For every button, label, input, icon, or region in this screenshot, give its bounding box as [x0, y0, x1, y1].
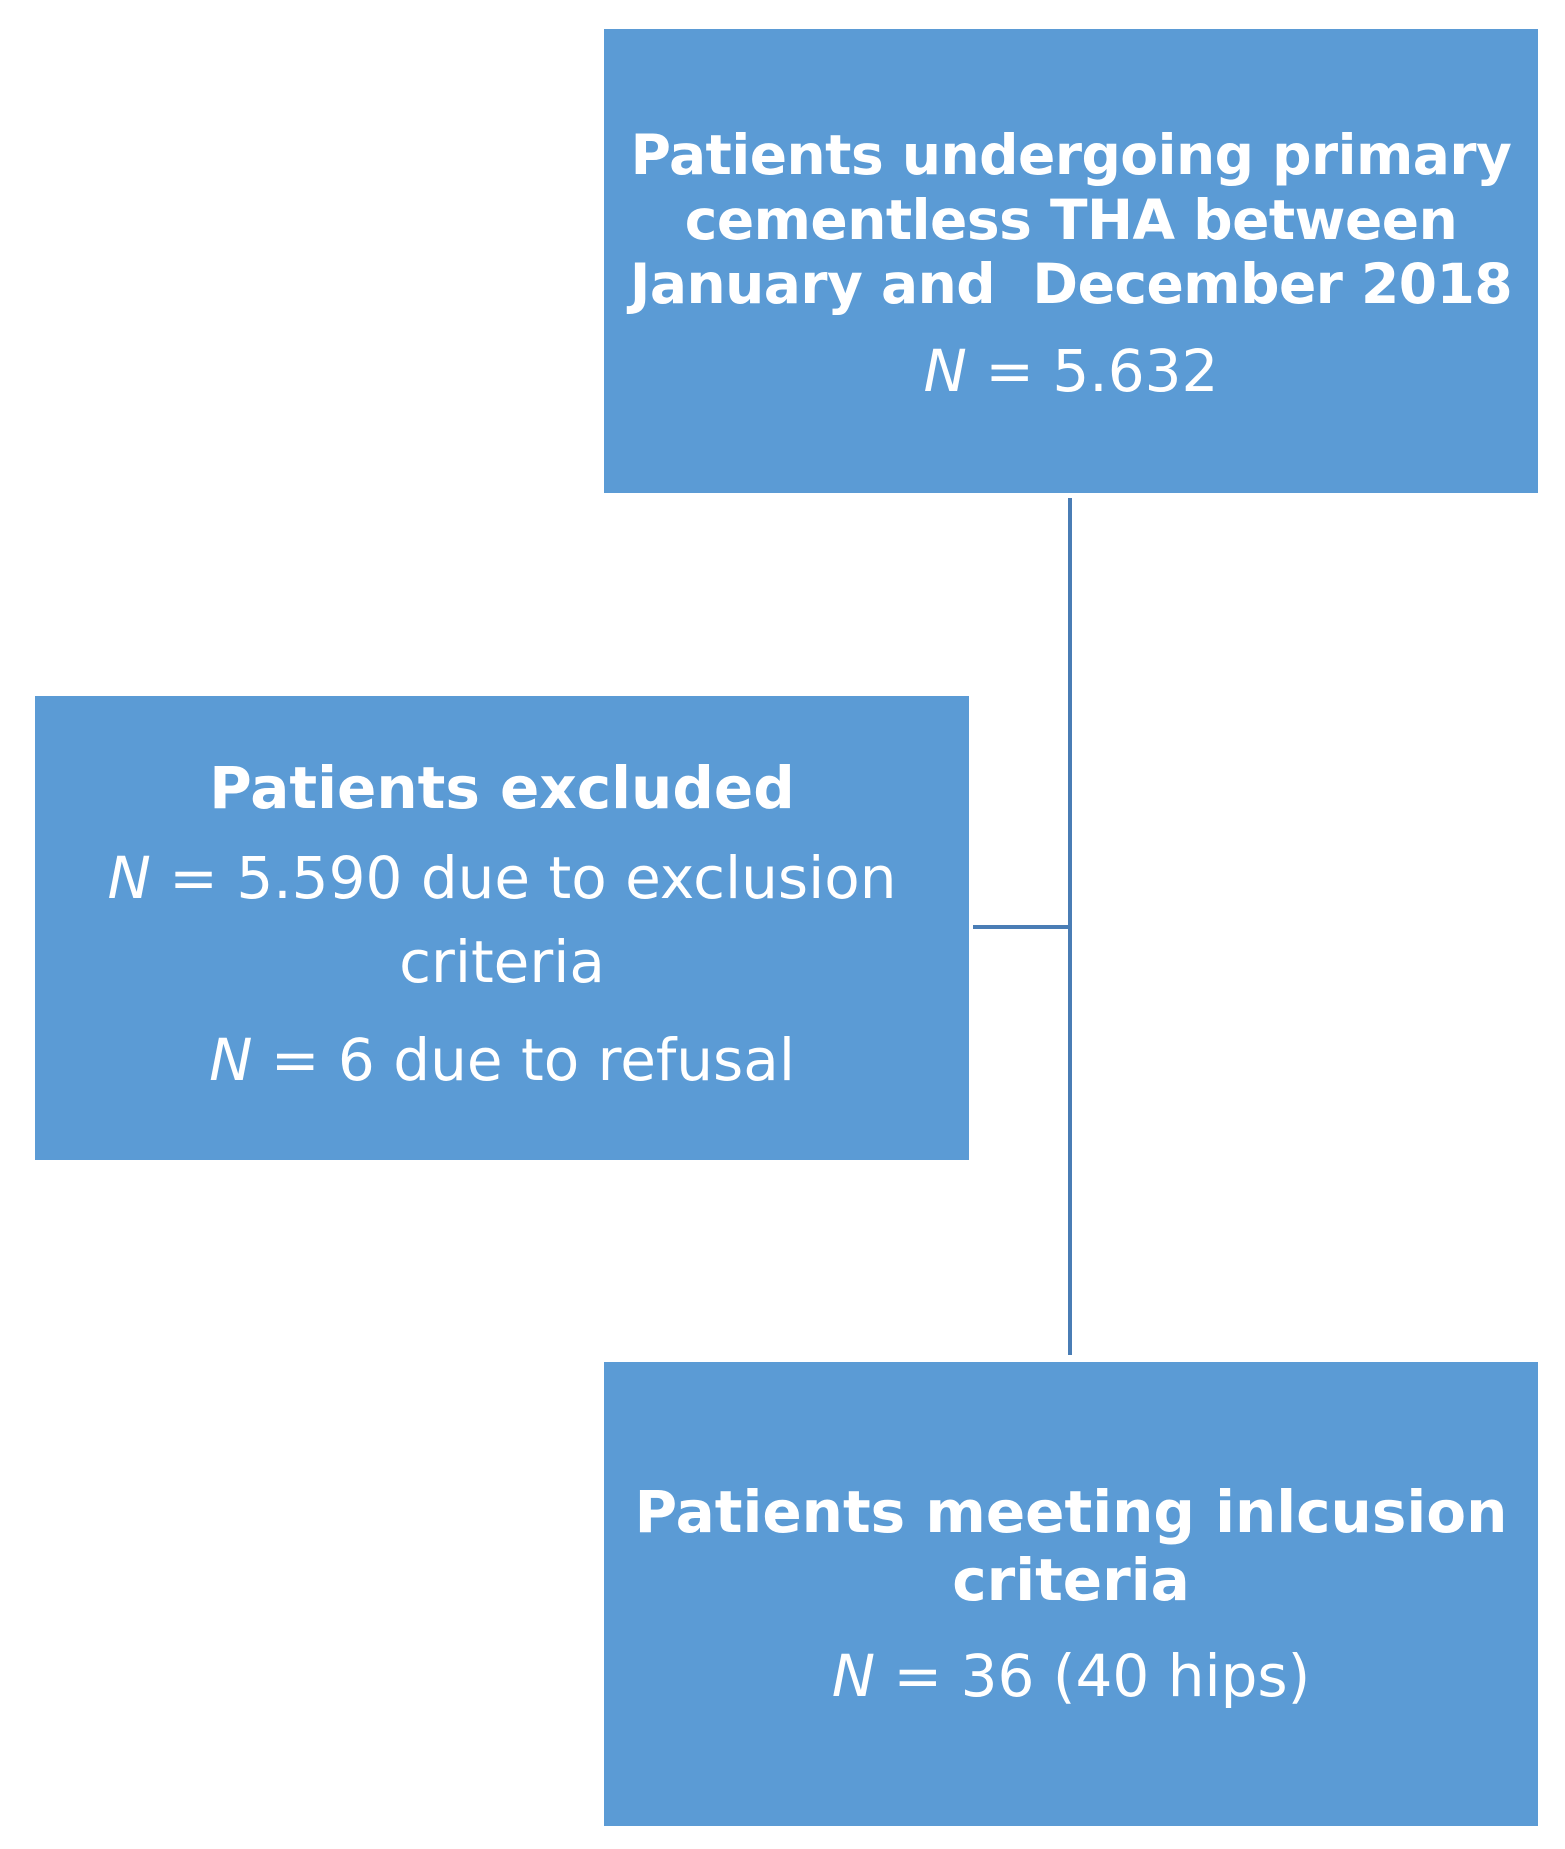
n-symbol: N [831, 1642, 876, 1711]
included-title-line-2: criteria [952, 1546, 1190, 1614]
excluded-patients-box: Patients excluded N = 5.590 due to exclu… [35, 696, 969, 1160]
included-count: N = 36 (40 hips) [832, 1642, 1311, 1710]
refusal-count-text: = 6 due to refusal [252, 1026, 795, 1095]
included-count-value: = 36 (40 hips) [875, 1642, 1311, 1711]
exclusion-criteria-count: N = 5.590 due to exclusion criteria [107, 836, 896, 1004]
screened-title-line-1: Patients undergoing primary [630, 122, 1512, 187]
screened-patients-title: Patients undergoing primary cementless T… [629, 122, 1513, 318]
included-title: Patients meeting inlcusion criteria [635, 1478, 1508, 1615]
screened-patients-box: Patients undergoing primary cementless T… [604, 29, 1538, 493]
n-symbol: N [923, 337, 967, 406]
included-patients-box: Patients meeting inlcusion criteria N = … [604, 1362, 1538, 1826]
horizontal-connector [973, 925, 1072, 929]
n-symbol: N [107, 844, 151, 913]
excluded-title: Patients excluded [209, 753, 795, 822]
screened-title-line-3: January and December 2018 [629, 252, 1513, 317]
exclusion-criteria-line-1: = 5.590 due to exclusion [150, 844, 897, 913]
refusal-count: N = 6 due to refusal [209, 1018, 795, 1102]
exclusion-criteria-line-2: criteria [399, 928, 605, 997]
included-title-line-1: Patients meeting inlcusion [634, 1477, 1508, 1546]
screened-count-value: = 5.632 [966, 337, 1219, 406]
n-symbol: N [209, 1026, 253, 1095]
screened-title-line-2: cementless THA between [684, 187, 1458, 252]
screened-count: N = 5.632 [924, 337, 1219, 405]
